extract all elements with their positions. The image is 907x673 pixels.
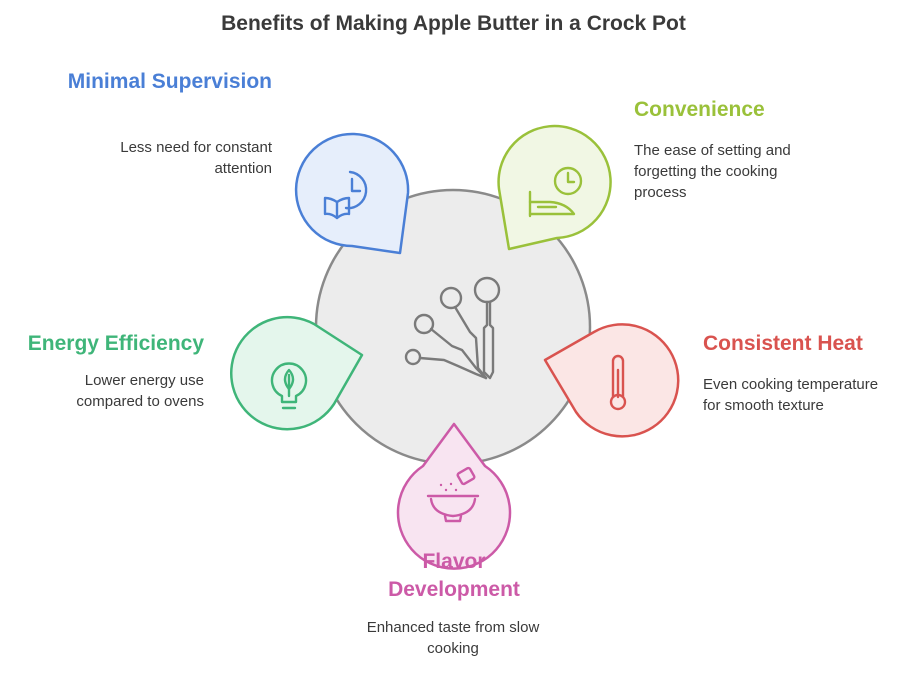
measuring-spoons-icon <box>404 276 501 380</box>
marker-consistent-heat <box>543 323 680 438</box>
desc-energy-efficiency: Lower energy use compared to ovens <box>76 372 204 410</box>
heading-energy-efficiency: Energy Efficiency <box>27 332 204 355</box>
desc-convenience: The ease of setting and forgetting the c… <box>634 142 791 201</box>
clock-iron-icon <box>528 166 583 218</box>
heading-flavor-development: Flavor Development <box>388 550 520 601</box>
marker-convenience <box>497 124 612 251</box>
marker-flavor-development <box>396 422 512 570</box>
desc-flavor-development: Enhanced taste from slow cooking <box>366 619 540 657</box>
desc-consistent-heat: Even cooking temperature for smooth text… <box>703 376 879 414</box>
seasoning-bowl-icon <box>426 466 480 523</box>
leaf-bulb-icon <box>270 362 308 410</box>
heading-convenience: Convenience <box>634 98 765 121</box>
marker-energy-efficiency <box>230 316 364 431</box>
marker-minimal-supervision <box>294 132 410 255</box>
clock-book-icon <box>323 170 368 220</box>
desc-minimal-supervision: Less need for constant attention <box>120 139 272 177</box>
thermometer-icon <box>609 354 627 411</box>
heading-consistent-heat: Consistent Heat <box>703 332 863 355</box>
page-title: Benefits of Making Apple Butter in a Cro… <box>221 12 686 35</box>
heading-minimal-supervision: Minimal Supervision <box>67 70 272 93</box>
